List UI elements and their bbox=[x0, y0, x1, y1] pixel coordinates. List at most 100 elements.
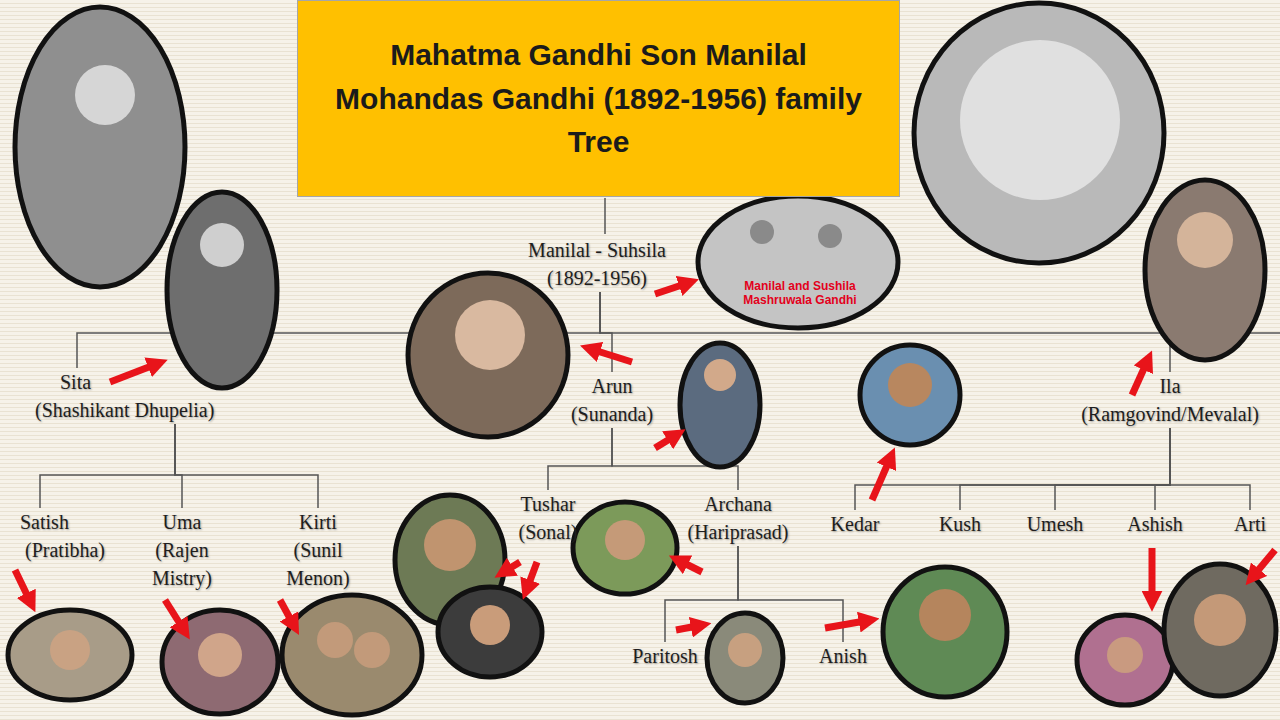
face bbox=[198, 633, 242, 677]
face bbox=[750, 220, 774, 244]
photo bbox=[438, 587, 542, 677]
photo-caption: Manilal and Sushila Mashruwala Gandhi bbox=[735, 280, 865, 308]
pointer-arrow bbox=[280, 600, 292, 622]
family-member: Ila(Ramgovind/Mevalal) bbox=[1065, 372, 1275, 428]
photo bbox=[1164, 564, 1276, 696]
family-member: Uma(Rajen Mistry) bbox=[142, 508, 222, 592]
photo-frame bbox=[8, 610, 132, 700]
photo-frame bbox=[1164, 564, 1276, 696]
photo-frame bbox=[707, 613, 783, 703]
person-name: Ila bbox=[1067, 372, 1273, 400]
family-member: Paritosh bbox=[620, 642, 710, 670]
family-member: Arun(Sunanda) bbox=[557, 372, 667, 428]
spouse-name: (Sunil Menon) bbox=[278, 536, 359, 592]
pointer-arrow bbox=[655, 437, 673, 448]
person-name: Uma bbox=[144, 508, 220, 536]
pointer-arrows bbox=[15, 284, 1275, 630]
tree-line bbox=[175, 424, 182, 508]
family-member: Umesh bbox=[1015, 510, 1095, 538]
tree-line bbox=[1170, 428, 1250, 510]
person-name: Anish bbox=[810, 642, 876, 670]
tree-line bbox=[175, 424, 318, 508]
person-name: Manilal - Suhsila (1892-1956) bbox=[512, 236, 683, 292]
photo-frame bbox=[15, 7, 185, 287]
family-member: Tushar(Sonal) bbox=[508, 490, 588, 546]
spouse-name: (Shashikant Dhupelia) bbox=[35, 396, 246, 424]
family-member: Kirti(Sunil Menon) bbox=[276, 508, 361, 592]
pointer-arrow bbox=[15, 570, 29, 599]
pointer-arrow bbox=[1132, 364, 1146, 395]
family-member: Manilal - Suhsila (1892-1956) bbox=[510, 236, 685, 292]
pointer-arrow bbox=[825, 621, 865, 628]
person-name: Kush bbox=[932, 510, 988, 538]
pointer-arrow bbox=[528, 562, 537, 586]
face bbox=[605, 520, 645, 560]
face bbox=[455, 300, 525, 370]
pointer-arrow bbox=[110, 365, 154, 382]
person-name: Sita bbox=[35, 368, 246, 396]
tree-line bbox=[40, 424, 175, 508]
person-name: Arti bbox=[1227, 510, 1273, 538]
spouse-name: (Pratibha) bbox=[20, 536, 126, 564]
person-name: Ashish bbox=[1117, 510, 1193, 538]
photo bbox=[860, 345, 960, 445]
photo-frame bbox=[573, 502, 677, 594]
photo bbox=[573, 502, 677, 594]
face bbox=[728, 633, 762, 667]
family-member: Kedar bbox=[820, 510, 890, 538]
photo-frame bbox=[1145, 180, 1265, 360]
person-name: Archana bbox=[675, 490, 801, 518]
face bbox=[75, 65, 135, 125]
face bbox=[1107, 637, 1143, 673]
tree-line bbox=[960, 428, 1170, 510]
person-name: Tushar bbox=[510, 490, 586, 518]
photo-frame bbox=[438, 587, 542, 677]
face bbox=[200, 223, 244, 267]
face bbox=[704, 359, 736, 391]
person-name: Satish bbox=[20, 508, 126, 536]
face bbox=[1194, 594, 1246, 646]
photo-frame bbox=[680, 343, 760, 467]
photo bbox=[698, 196, 898, 328]
pointer-arrow bbox=[507, 562, 520, 570]
spouse-name: (Sonal) bbox=[510, 518, 586, 546]
tree-line bbox=[604, 198, 606, 234]
pointer-arrow bbox=[165, 600, 182, 627]
pointer-arrow bbox=[1149, 548, 1156, 597]
face bbox=[919, 589, 971, 641]
photo-frame bbox=[1077, 615, 1173, 705]
photo bbox=[1077, 615, 1173, 705]
pointer-arrow bbox=[872, 461, 889, 500]
spouse-name: (Hariprasad) bbox=[675, 518, 801, 546]
person-name: Kirti bbox=[278, 508, 359, 536]
face bbox=[354, 632, 390, 668]
face bbox=[1177, 212, 1233, 268]
tree-line bbox=[1155, 428, 1170, 510]
face bbox=[960, 40, 1120, 200]
person-name: Umesh bbox=[1017, 510, 1093, 538]
pointer-arrow bbox=[655, 284, 685, 294]
photo-frame bbox=[914, 3, 1164, 263]
pointer-arrow bbox=[1255, 550, 1275, 574]
face bbox=[888, 363, 932, 407]
photo bbox=[15, 7, 185, 287]
tree-line bbox=[600, 292, 612, 372]
title-text: Mahatma Gandhi Son Manilal Mohandas Gand… bbox=[329, 33, 869, 164]
title-box: Mahatma Gandhi Son Manilal Mohandas Gand… bbox=[297, 0, 900, 197]
spouse-name: (Rajen Mistry) bbox=[144, 536, 220, 592]
face bbox=[424, 519, 476, 571]
family-member: Anish bbox=[808, 642, 878, 670]
person-name: Paritosh bbox=[622, 642, 708, 670]
spouse-name: (Sunanda) bbox=[559, 400, 665, 428]
photo-frame bbox=[698, 196, 898, 328]
photo bbox=[680, 343, 760, 467]
tree-line bbox=[548, 428, 612, 490]
photo bbox=[8, 610, 132, 700]
photo-frame bbox=[883, 567, 1007, 697]
family-member: Archana(Hariprasad) bbox=[673, 490, 803, 546]
family-member: Satish(Pratibha) bbox=[18, 508, 128, 564]
tree-line bbox=[1055, 428, 1170, 510]
pointer-arrow bbox=[676, 626, 697, 630]
person-name: Kedar bbox=[822, 510, 888, 538]
family-member: Arti bbox=[1225, 510, 1275, 538]
